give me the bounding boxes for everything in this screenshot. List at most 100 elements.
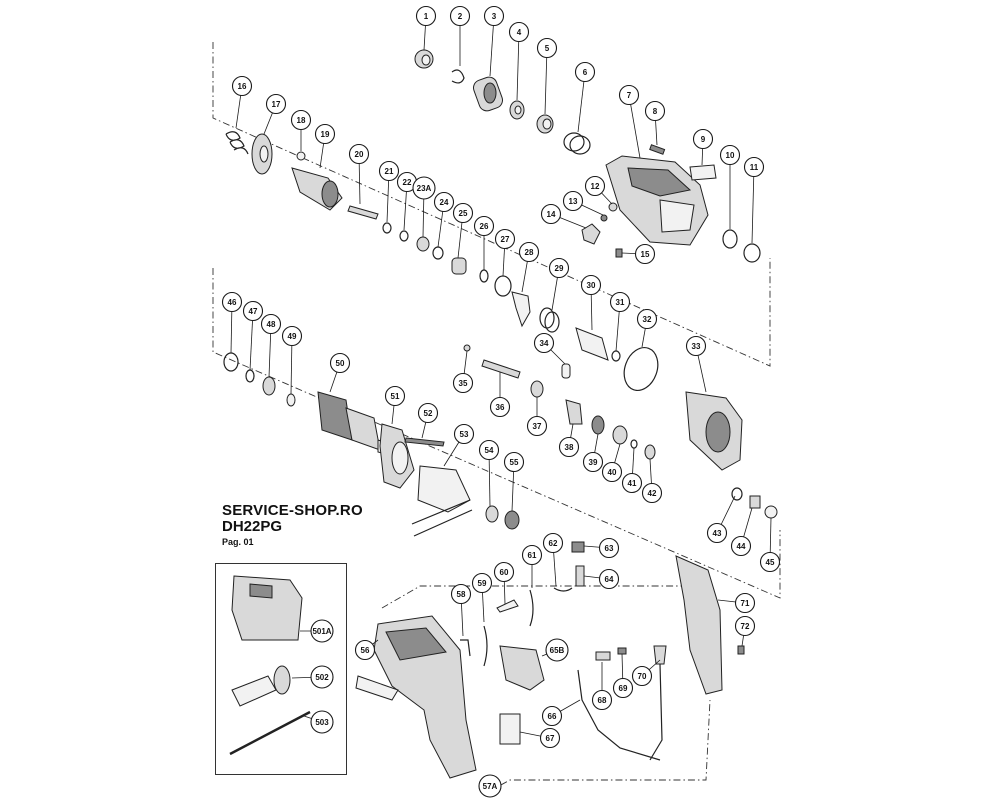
callout-label: 25 bbox=[459, 209, 468, 218]
callout-part-34: 34 bbox=[533, 332, 555, 354]
callout-label: 42 bbox=[648, 489, 657, 498]
callout-circle bbox=[310, 665, 334, 689]
callout-part-28: 28 bbox=[518, 241, 540, 263]
callout-circle bbox=[493, 561, 515, 583]
leader-line-part-4 bbox=[516, 31, 520, 101]
callout-circle bbox=[450, 583, 472, 605]
callout-part-70: 70 bbox=[631, 665, 653, 687]
callout-part-60: 60 bbox=[493, 561, 515, 583]
callout-circle bbox=[542, 532, 564, 554]
title-block: SERVICE-SHOP.RO DH22PG Pag. 01 bbox=[222, 503, 363, 548]
callout-part-41: 41 bbox=[621, 472, 643, 494]
callout-label: 33 bbox=[692, 342, 701, 351]
callout-label: 37 bbox=[533, 422, 542, 431]
callout-label: 48 bbox=[267, 320, 276, 329]
callout-label: 54 bbox=[485, 446, 494, 455]
callout-label: 1 bbox=[424, 12, 429, 21]
callout-part-16: 16 bbox=[231, 75, 253, 97]
callout-label: 61 bbox=[528, 551, 537, 560]
callout-circle bbox=[719, 144, 741, 166]
callout-circle bbox=[290, 109, 312, 131]
leader-line-part-5 bbox=[544, 47, 548, 115]
callout-circle bbox=[631, 665, 653, 687]
callout-circle bbox=[281, 325, 303, 347]
callout-circle bbox=[641, 482, 663, 504]
callout-part-10: 10 bbox=[719, 144, 741, 166]
callout-part-26: 26 bbox=[473, 215, 495, 237]
callout-circle bbox=[582, 451, 604, 473]
callout-part-501a: 501A bbox=[310, 619, 334, 643]
callout-circle bbox=[329, 352, 351, 374]
callout-label: 63 bbox=[605, 544, 614, 553]
callout-label: 17 bbox=[272, 100, 281, 109]
callout-label: 51 bbox=[391, 392, 400, 401]
callout-part-35: 35 bbox=[452, 372, 474, 394]
callout-part-49: 49 bbox=[281, 325, 303, 347]
callout-label: 7 bbox=[627, 91, 632, 100]
callout-label: 40 bbox=[608, 468, 617, 477]
callout-label: 503 bbox=[315, 718, 329, 727]
callout-label: 70 bbox=[638, 672, 647, 681]
callout-circle bbox=[759, 551, 781, 573]
callout-circle bbox=[503, 451, 525, 473]
callout-label: 62 bbox=[549, 539, 558, 548]
callout-part-20: 20 bbox=[348, 143, 370, 165]
leader-line-part-7 bbox=[628, 94, 641, 159]
callout-circle bbox=[478, 774, 502, 798]
callout-label: 72 bbox=[741, 622, 750, 631]
callout-label: 59 bbox=[478, 579, 487, 588]
callout-part-12: 12 bbox=[584, 175, 606, 197]
callout-part-15: 15 bbox=[634, 243, 656, 265]
callout-label: 56 bbox=[361, 646, 370, 655]
callout-part-62: 62 bbox=[542, 532, 564, 554]
callout-circle bbox=[221, 291, 243, 313]
callout-part-72: 72 bbox=[734, 615, 756, 637]
callout-label: 14 bbox=[547, 210, 556, 219]
callout-circle bbox=[558, 436, 580, 458]
callout-label: 12 bbox=[591, 182, 600, 191]
callout-label: 20 bbox=[355, 150, 364, 159]
callout-part-66: 66 bbox=[541, 705, 563, 727]
callout-circle bbox=[417, 402, 439, 424]
callout-circle bbox=[494, 228, 516, 250]
callout-label: 31 bbox=[616, 298, 625, 307]
callout-part-58: 58 bbox=[450, 583, 472, 605]
callout-circle bbox=[471, 572, 493, 594]
shop-name: SERVICE-SHOP.RO bbox=[222, 502, 363, 519]
callout-circle bbox=[508, 21, 530, 43]
callout-part-27: 27 bbox=[494, 228, 516, 250]
assembly-frame-lines bbox=[212, 42, 781, 793]
callout-circle bbox=[636, 308, 658, 330]
callout-part-71: 71 bbox=[734, 592, 756, 614]
callout-circle bbox=[310, 619, 334, 643]
callout-label: 22 bbox=[403, 178, 412, 187]
callout-label: 18 bbox=[297, 116, 306, 125]
callout-circle bbox=[548, 257, 570, 279]
callout-part-17: 17 bbox=[265, 93, 287, 115]
callout-label: 67 bbox=[546, 734, 555, 743]
callout-label: 58 bbox=[457, 590, 466, 599]
callout-part-24: 24 bbox=[433, 191, 455, 213]
callout-label: 39 bbox=[589, 458, 598, 467]
callout-part-18: 18 bbox=[290, 109, 312, 131]
callout-circle bbox=[540, 203, 562, 225]
callout-label: 35 bbox=[459, 379, 468, 388]
callout-circle bbox=[621, 472, 643, 494]
callout-part-4: 4 bbox=[508, 21, 530, 43]
callout-circle bbox=[231, 75, 253, 97]
callout-circle bbox=[478, 439, 500, 461]
callout-circle bbox=[580, 274, 602, 296]
callout-label: 52 bbox=[424, 409, 433, 418]
callout-part-21: 21 bbox=[378, 160, 400, 182]
callout-part-43: 43 bbox=[706, 522, 728, 544]
callout-circle bbox=[260, 313, 282, 335]
callout-circle bbox=[601, 461, 623, 483]
callout-part-47: 47 bbox=[242, 300, 264, 322]
callout-label: 53 bbox=[460, 430, 469, 439]
callout-label: 6 bbox=[583, 68, 588, 77]
leader-line-part-6 bbox=[577, 71, 586, 133]
callout-label: 68 bbox=[598, 696, 607, 705]
callout-label: 9 bbox=[701, 135, 706, 144]
callout-circle bbox=[412, 176, 436, 200]
